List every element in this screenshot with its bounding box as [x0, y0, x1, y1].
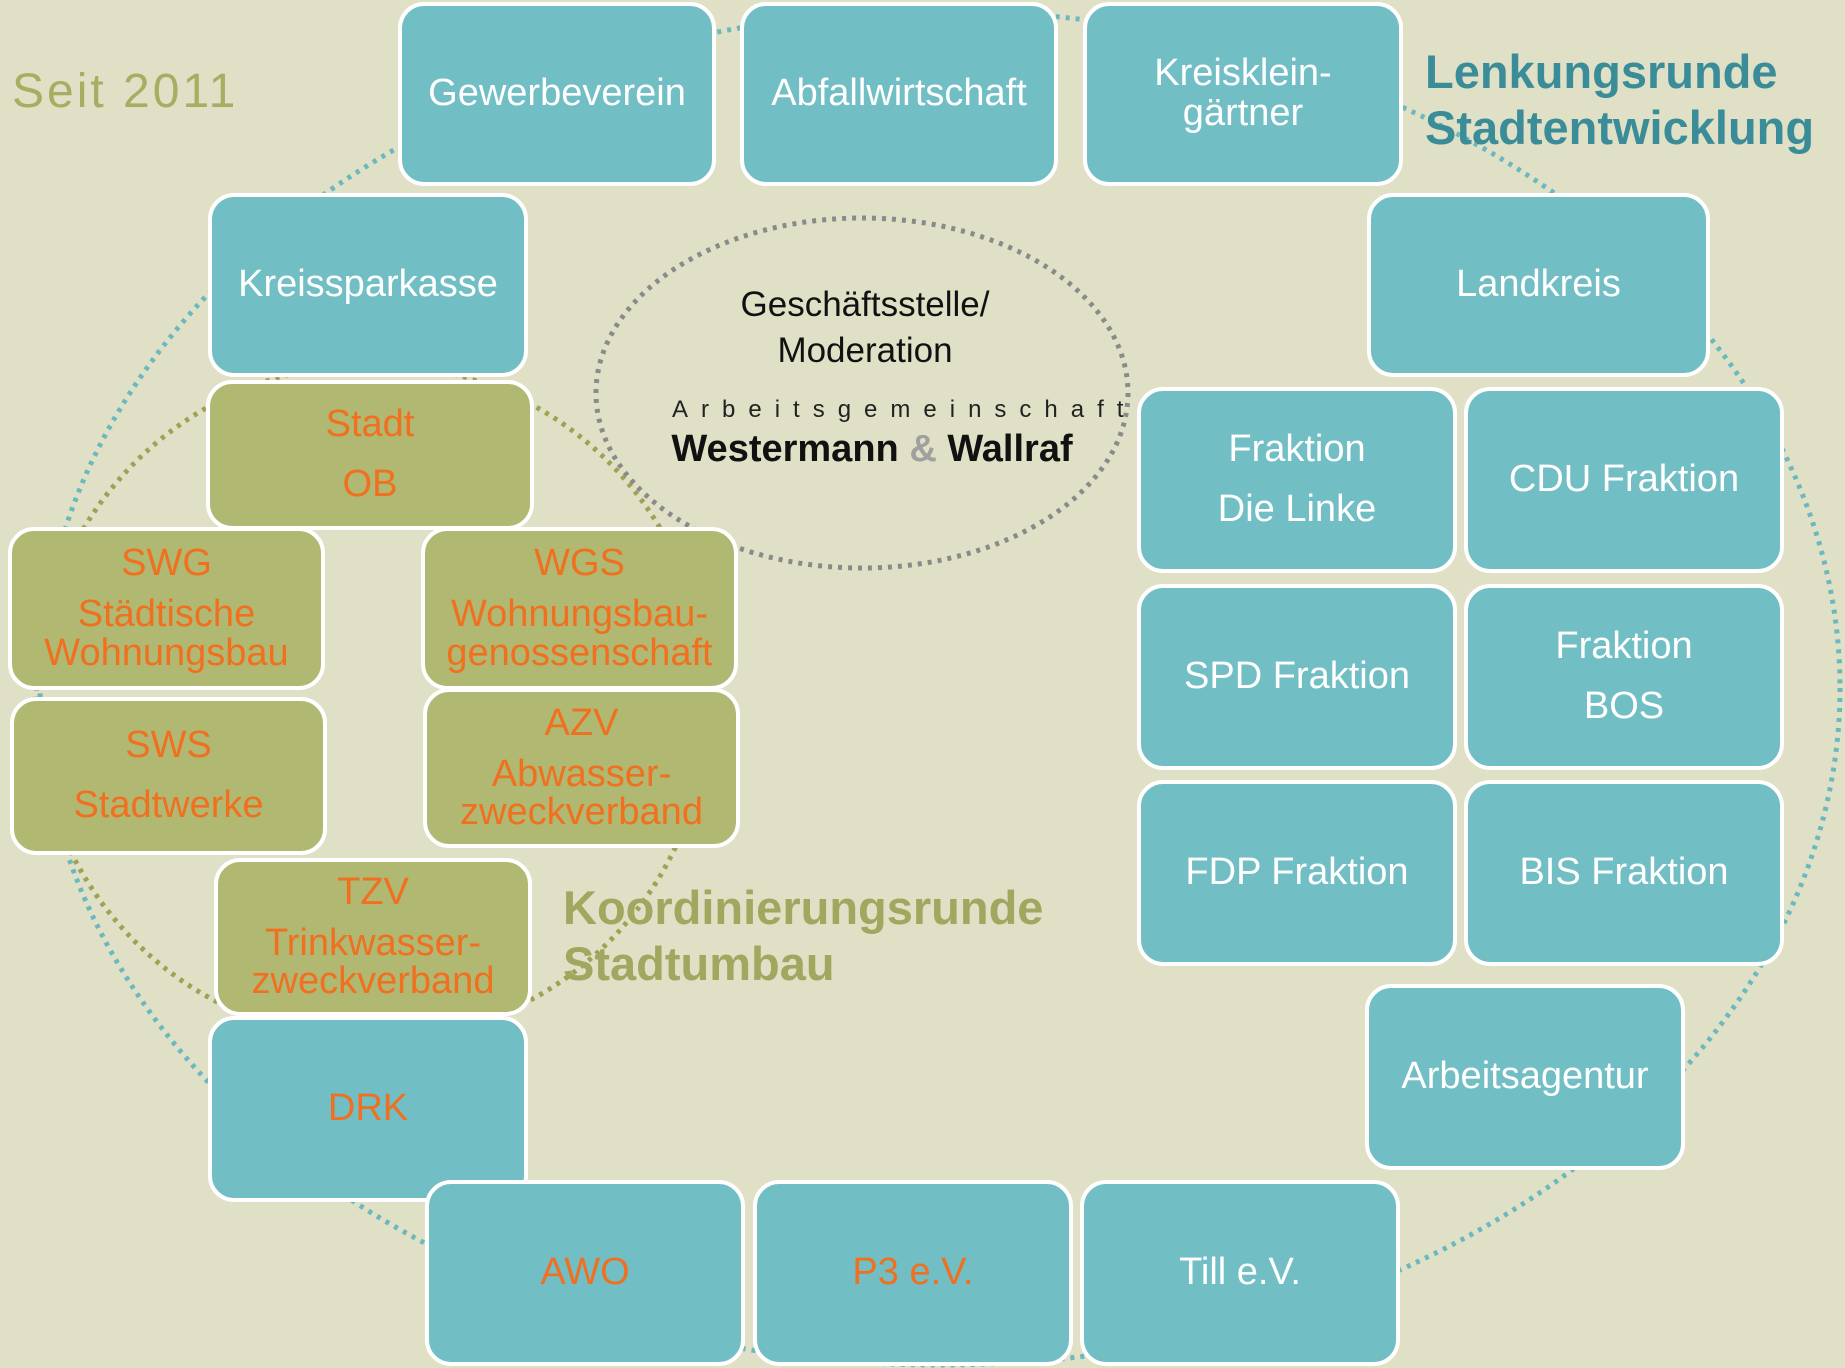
- box-tzv-line1: TZV: [337, 870, 409, 913]
- box-fraktion-bos: Fraktion BOS: [1464, 584, 1784, 770]
- box-drk: DRK: [208, 1016, 528, 1202]
- box-kreiskleingaertner: Kreisklein- gärtner: [1083, 2, 1403, 186]
- box-swg-line1: SWG: [121, 542, 212, 585]
- box-till-ev-label: Till e.V.: [1179, 1251, 1301, 1294]
- box-spd-fraktion-label: SPD Fraktion: [1184, 655, 1410, 698]
- box-till-ev: Till e.V.: [1080, 1180, 1400, 1366]
- title-lenkungsrunde-line2: Stadtentwicklung: [1425, 101, 1815, 154]
- box-awo-label: AWO: [540, 1251, 630, 1294]
- box-tzv: TZV Trinkwasser- zweckverband: [214, 858, 532, 1016]
- logo-name-1: Westermann: [671, 428, 899, 470]
- box-p3-ev-label: P3 e.V.: [852, 1251, 974, 1294]
- box-azv-line1: AZV: [544, 701, 619, 744]
- box-cdu-fraktion-label: CDU Fraktion: [1508, 458, 1740, 501]
- box-kreiskleingaertner-line2: gärtner: [1182, 92, 1304, 134]
- box-abfallwirtschaft: Abfallwirtschaft: [740, 2, 1058, 186]
- center-label: Geschäftsstelle/ Moderation: [680, 282, 1050, 374]
- box-fraktion-bos-line1: Fraktion: [1555, 625, 1693, 668]
- box-swg-line2: Städtische: [77, 593, 256, 636]
- title-lenkungsrunde: Lenkungsrunde Stadtentwicklung: [1425, 44, 1814, 156]
- box-gewerbeverein-label: Gewerbeverein: [428, 72, 686, 115]
- box-azv-line2: Abwasser-: [491, 752, 672, 795]
- box-kreissparkasse: Kreissparkasse: [208, 193, 528, 377]
- box-fdp-fraktion: FDP Fraktion: [1137, 780, 1457, 966]
- logo-tagline: Arbeitsgemeinschaft: [672, 396, 1137, 423]
- box-sws-line1: SWS: [125, 724, 212, 767]
- box-fraktion-die-linke-line1: Fraktion: [1228, 428, 1366, 471]
- box-wgs: WGS Wohnungsbau- genossenschaft: [421, 527, 738, 690]
- box-kreissparkasse-label: Kreissparkasse: [238, 263, 498, 306]
- box-sws-line2: Stadtwerke: [73, 784, 264, 826]
- center-label-line2: Moderation: [777, 331, 953, 370]
- box-bis-fraktion-label: BIS Fraktion: [1519, 851, 1729, 894]
- box-bis-fraktion: BIS Fraktion: [1464, 780, 1784, 966]
- box-arbeitsagentur: Arbeitsagentur: [1365, 984, 1685, 1170]
- box-fraktion-die-linke: Fraktion Die Linke: [1137, 387, 1457, 573]
- box-awo: AWO: [425, 1180, 745, 1366]
- box-wgs-line1: WGS: [534, 542, 625, 585]
- box-azv: AZV Abwasser- zweckverband: [423, 688, 740, 848]
- box-tzv-line3: zweckverband: [251, 960, 495, 1003]
- box-gewerbeverein: Gewerbeverein: [398, 2, 716, 186]
- box-wgs-line2: Wohnungsbau-: [450, 593, 709, 636]
- box-fraktion-die-linke-line2: Die Linke: [1217, 488, 1377, 530]
- title-koordinierungsrunde-line1: Koordinierungsrunde: [563, 881, 1044, 934]
- center-label-line1: Geschäftsstelle/: [740, 285, 990, 324]
- since-label: Seit 2011: [12, 65, 239, 118]
- logo-ampersand: &: [909, 428, 937, 470]
- title-koordinierungsrunde-line2: Stadtumbau: [563, 937, 835, 990]
- box-tzv-line2: Trinkwasser-: [264, 921, 482, 964]
- box-stadt-ob-line2: OB: [342, 463, 398, 505]
- box-kreiskleingaertner-line1: Kreisklein-: [1154, 52, 1332, 95]
- box-fdp-fraktion-label: FDP Fraktion: [1185, 851, 1409, 894]
- box-spd-fraktion: SPD Fraktion: [1137, 584, 1457, 770]
- box-landkreis-label: Landkreis: [1456, 263, 1621, 306]
- logo-name-2: Wallraf: [947, 428, 1073, 470]
- box-stadt-ob: Stadt OB: [206, 380, 534, 530]
- box-cdu-fraktion: CDU Fraktion: [1464, 387, 1784, 573]
- box-landkreis: Landkreis: [1367, 193, 1710, 377]
- box-sws: SWS Stadtwerke: [10, 697, 327, 855]
- title-lenkungsrunde-line1: Lenkungsrunde: [1425, 45, 1778, 98]
- box-wgs-line3: genossenschaft: [446, 631, 713, 674]
- box-stadt-ob-line1: Stadt: [325, 403, 415, 446]
- box-p3-ev: P3 e.V.: [753, 1180, 1073, 1366]
- box-swg: SWG Städtische Wohnungsbau: [8, 527, 325, 690]
- box-abfallwirtschaft-label: Abfallwirtschaft: [771, 72, 1027, 115]
- box-fraktion-bos-line2: BOS: [1583, 685, 1665, 727]
- logo-wordmark: Westermann & Wallraf: [662, 428, 1082, 471]
- box-arbeitsagentur-label: Arbeitsagentur: [1401, 1055, 1649, 1098]
- title-koordinierungsrunde: Koordinierungsrunde Stadtumbau: [563, 880, 1043, 992]
- box-drk-label: DRK: [327, 1087, 409, 1130]
- center-ring-geschaeftsstelle: [593, 215, 1131, 571]
- box-swg-line3: Wohnungsbau: [44, 631, 289, 674]
- box-azv-line3: zweckverband: [460, 791, 703, 834]
